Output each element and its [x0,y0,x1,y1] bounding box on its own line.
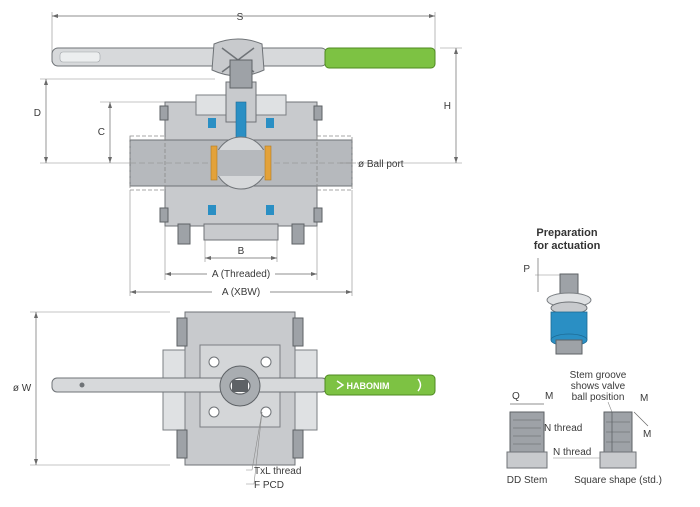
arrow-icon [454,48,458,54]
bolt-icon [159,105,169,121]
stem-top-icon [232,380,248,392]
arrow-icon [34,459,38,465]
w-label: ø W [13,383,32,394]
square-stem-base [599,451,637,469]
stem-groove-2: shows valve [571,381,626,392]
m-right-top-label: M [640,393,648,404]
groove-leader [607,401,613,413]
seat-right [264,145,272,181]
arrow-icon [52,14,58,18]
bolt-icon [176,429,188,459]
arrow-icon [205,256,211,260]
bolt-hole-icon [260,406,272,418]
bolt-icon [159,207,169,223]
dd-stem-head [509,411,545,453]
stem-groove-1: Stem groove [570,370,627,381]
handle-grip-green [324,47,436,69]
bolt-icon [292,317,304,347]
a-xbw-label: A (XBW) [222,287,260,298]
arrow-icon [271,256,277,260]
end-left-xbw [129,135,166,191]
ball-port-label: ø Ball port [358,159,404,170]
body-bottom-cap [203,223,279,241]
arrow-icon [454,157,458,163]
bolt-icon [313,207,323,223]
prep-title-1: Preparation [536,227,597,239]
p-label: P [523,264,530,275]
prep-title-2: for actuation [534,240,601,252]
square-shape-label: Square shape (std.) [574,475,662,486]
b-label: B [238,246,245,257]
bolt-icon [313,105,323,121]
seal-icon [266,205,274,215]
arrow-icon [44,157,48,163]
a-xbw-label-bg [212,285,270,297]
arrow-icon [311,272,317,276]
c-label: C [98,127,105,138]
brand-logo: HABONIM [347,381,390,391]
handle-slot [59,51,101,63]
logo-mark-icon [336,380,345,390]
ball-bore [215,150,267,176]
seal-icon [208,205,216,215]
stem-seal [235,101,247,139]
f-pcd-label: F PCD [254,480,284,491]
bolt-icon [291,223,305,245]
arrow-icon [346,290,352,294]
grip-mark-icon [417,378,422,392]
bolt-hole-icon [208,356,220,368]
seal-icon [266,118,274,128]
n-thread-right-label: N thread [553,447,591,458]
bolt-icon [177,223,191,245]
bolt-icon [292,429,304,459]
txl-leader [246,411,263,471]
seal-icon [208,118,216,128]
dd-stem-label: DD Stem [507,475,548,486]
handle-bar-plan [51,377,328,393]
stem-bottom [555,339,583,355]
bolt-icon [176,317,188,347]
bolt-hole-icon [260,356,272,368]
arrow-icon [130,290,136,294]
handle-hole-icon [79,382,85,388]
n-thread-left-label: N thread [544,423,582,434]
m-left-label: M [545,391,553,402]
fpcd-leader [246,411,263,485]
s-label: S [237,12,244,23]
stem [229,59,253,89]
arrow-icon [165,272,171,276]
bolt-hole-icon [208,406,220,418]
arrow-icon [34,312,38,318]
seat-left [210,145,218,181]
arrow-icon [429,14,435,18]
d-label: D [34,108,41,119]
arrow-icon [108,157,112,163]
h-label: H [444,101,451,112]
a-threaded-label: A (Threaded) [212,269,270,280]
a-thr-label-bg [207,267,275,279]
arrow-icon [44,79,48,85]
q-label: Q [512,391,520,402]
txl-thread-label: TxL thread [254,466,301,477]
handle-grip-green-plan [324,374,436,396]
dd-stem-base [506,451,548,469]
arrow-icon [108,102,112,108]
stem-groove-3: ball position [572,392,625,403]
m-dim-diag [633,411,649,427]
m-right-side-label: M [643,429,651,440]
